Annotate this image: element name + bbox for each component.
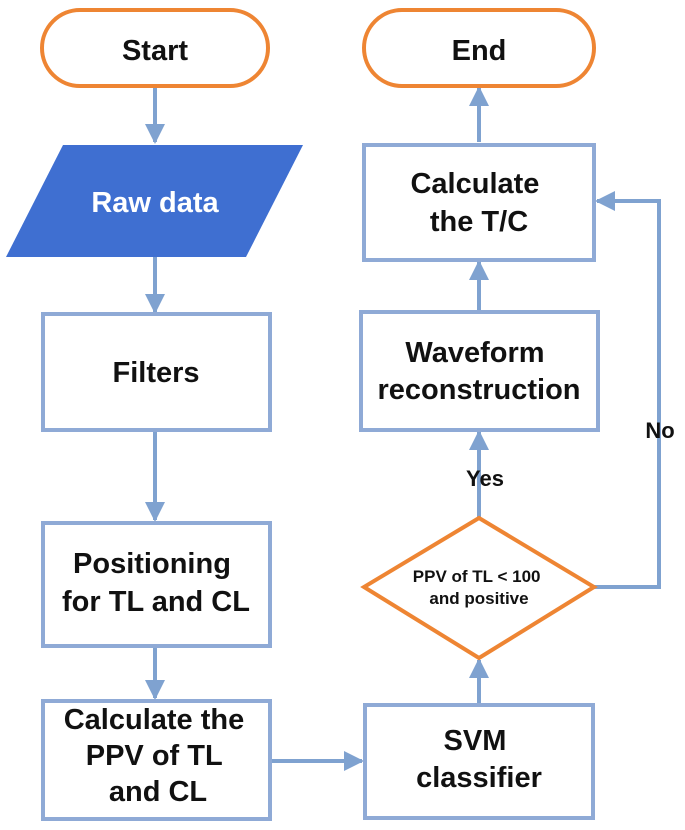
start-terminal: Start bbox=[40, 8, 270, 88]
waveform-process: Waveform reconstruction bbox=[359, 310, 600, 432]
positioning-label-line1: Positioning bbox=[73, 548, 231, 580]
edges bbox=[145, 86, 661, 771]
svm-label-line1: SVM bbox=[444, 725, 507, 757]
calc-tc-label-line1: Calculate bbox=[410, 168, 539, 200]
edge-label-yes: Yes bbox=[466, 466, 504, 491]
svg-text:Calculate the T/C: Calculate the T/C bbox=[410, 168, 547, 238]
filters-label: Filters bbox=[112, 357, 199, 389]
calc-ppv-process: Calculate the PPV of TL and CL bbox=[41, 699, 272, 821]
end-label: End bbox=[452, 35, 507, 67]
svm-process: SVM classifier bbox=[363, 703, 595, 820]
edge-decision-to-calc-tc-no bbox=[594, 191, 661, 589]
svm-label-line2: classifier bbox=[416, 762, 542, 794]
svg-text:Positioning for TL and C: Positioning for TL and CL bbox=[62, 548, 250, 618]
raw-data-io: Raw data bbox=[6, 145, 303, 257]
waveform-label-line1: Waveform bbox=[405, 337, 544, 369]
calc-ppv-label-line2: PPV of TL bbox=[86, 740, 222, 772]
svg-text:Waveform reconstruction: Waveform reconstruction bbox=[377, 337, 580, 406]
calc-ppv-label-line1: Calculate the bbox=[64, 704, 245, 736]
calc-tc-label-line2: the T/C bbox=[430, 206, 528, 238]
ppv-decision: PPV of TL < 100 and positive bbox=[360, 515, 598, 661]
positioning-process: Positioning for TL and CL bbox=[41, 521, 272, 648]
start-label: Start bbox=[122, 35, 188, 67]
decision-label-line2: and positive bbox=[429, 589, 528, 608]
svg-text:SVM classifier: SVM classifier bbox=[416, 725, 542, 794]
edge-label-no: No bbox=[645, 418, 674, 443]
raw-data-label: Raw data bbox=[91, 187, 219, 219]
decision-label-line1: PPV of TL < 100 bbox=[413, 567, 541, 586]
calc-tc-process: Calculate the T/C bbox=[362, 143, 596, 262]
waveform-label-line2: reconstruction bbox=[377, 374, 580, 406]
svg-text:Calculate the PPV of TL: Calculate the PPV of TL and CL bbox=[64, 704, 253, 808]
end-terminal: End bbox=[362, 8, 596, 88]
positioning-label-line2: for TL and CL bbox=[62, 586, 250, 618]
calc-ppv-label-line3: and CL bbox=[109, 776, 207, 808]
filters-process: Filters bbox=[41, 312, 272, 432]
svg-text:PPV of TL < 100 and posi: PPV of TL < 100 and positive bbox=[413, 567, 545, 608]
